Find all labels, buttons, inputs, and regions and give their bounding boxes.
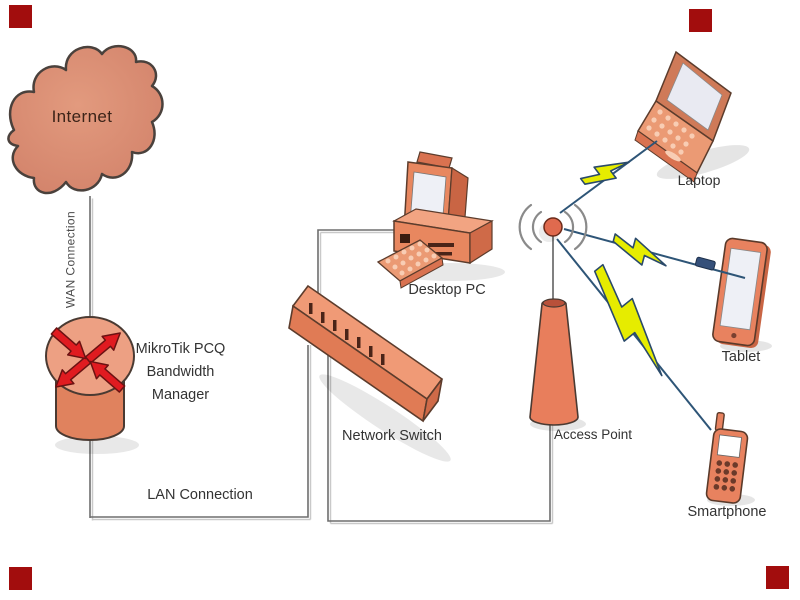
tablet-icon (712, 237, 772, 352)
smartphone-icon (705, 411, 755, 506)
router-label-line2: Bandwidth (146, 364, 215, 380)
lightning-bolt-icon (578, 146, 634, 198)
desktop-pc-label: Desktop PC (408, 282, 486, 298)
access-point-label: Access Point (553, 427, 633, 442)
switch-ports (309, 303, 385, 365)
corner-marker-top-left (9, 5, 32, 28)
router-label: MikroTik PCQ Bandwidth Manager (118, 338, 243, 407)
lan-connection-label: LAN Connection (147, 487, 253, 503)
desktop-pc-icon (376, 151, 505, 289)
wan-connection-label: WAN Connection (63, 210, 78, 309)
wireless-link-tablet (563, 228, 746, 279)
lightning-bolt-icon (609, 233, 671, 271)
router-label-line1: MikroTik PCQ (135, 341, 226, 357)
wireless-link-smartphone (556, 238, 712, 431)
smartphone-label: Smartphone (687, 504, 767, 520)
laptop-icon (634, 50, 750, 183)
phone-keypad (713, 460, 738, 492)
keyboard-keys (385, 241, 437, 276)
router-label-line3: Manager (151, 387, 210, 403)
tablet-connector-plug (694, 256, 716, 271)
lightning-bolt-icon (578, 264, 681, 381)
corner-marker-top-right (689, 9, 712, 32)
laptop-keys (646, 109, 695, 162)
tablet-label: Tablet (721, 349, 761, 365)
internet-cloud-icon (7, 44, 164, 195)
switch-icon (288, 284, 451, 462)
corner-marker-bottom-left (9, 567, 32, 590)
internet-label: Internet (51, 107, 113, 126)
switch-to-ap-line (327, 345, 551, 522)
network-switch-label: Network Switch (342, 428, 442, 444)
router-icon (45, 316, 139, 454)
corner-marker-bottom-right (766, 566, 789, 589)
switch-to-desktop-line (317, 229, 425, 300)
access-point-icon (529, 236, 586, 431)
lan-connection-line (90, 345, 309, 518)
laptop-label: Laptop (677, 172, 721, 188)
radio-waves-icon (518, 203, 588, 251)
